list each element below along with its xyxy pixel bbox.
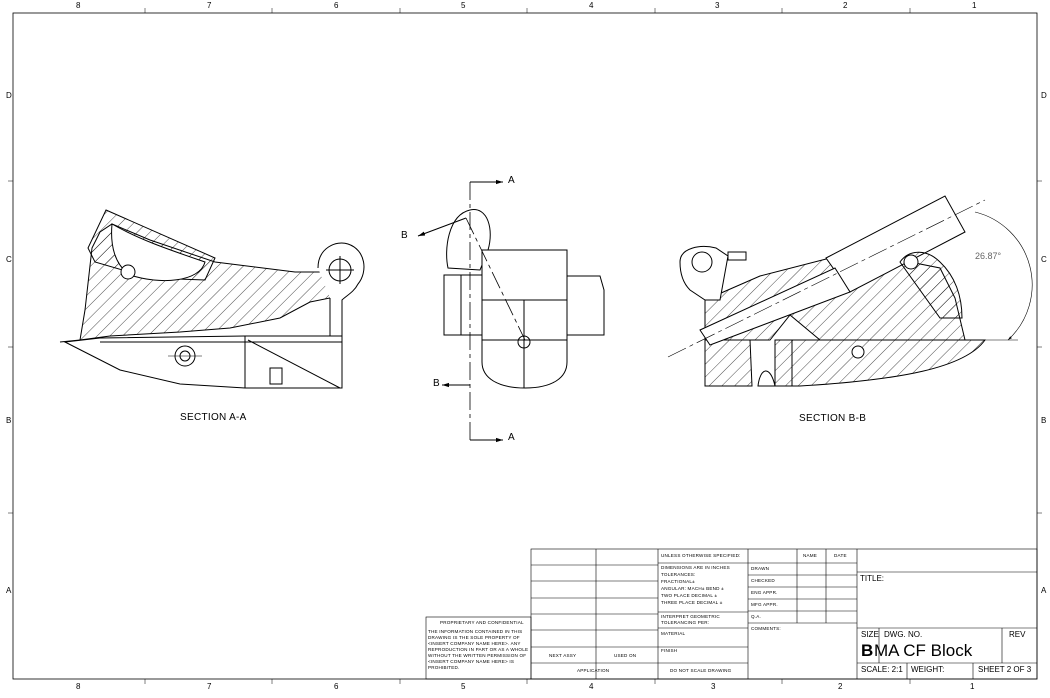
name-header: NAME [803,553,818,558]
section-a-a-label: SECTION A-A [180,412,247,423]
proprietary-line: <INSERT COMPANY NAME HERE>. ANY [428,641,521,646]
fractional-label: FRACTIONAL± [661,579,695,584]
size-value: B [861,641,874,660]
do-not-scale-label: DO NOT SCALE DRAWING [670,668,732,673]
zone-col-3-bottom: 3 [711,682,716,691]
cut-label-a-bottom: A [508,432,515,443]
proprietary-title: PROPRIETARY AND CONFIDENTIAL [440,620,524,625]
zone-row-d-left: D [6,91,12,100]
zone-col-1-top: 1 [972,1,977,10]
weight-label: WEIGHT: [911,665,945,674]
cut-label-b-bottom: B [433,378,440,389]
dwg-no-label: DWG. NO. [884,630,923,639]
rev-label: REV [1009,630,1026,639]
section-a-a-view [59,209,365,389]
zone-col-5-top: 5 [461,1,466,10]
used-on-label: USED ON [614,653,637,658]
proprietary-line: WITHOUT THE WRITTEN PERMISSION OF [428,653,527,658]
zone-col-4-top: 4 [589,1,594,10]
cutting-plane-lines [417,179,526,443]
section-b-b-view [667,195,1033,387]
proprietary-line: <INSERT COMPANY NAME HERE> IS [428,659,515,664]
zone-row-c-left: C [6,255,12,264]
dims-note: DIMENSIONS ARE IN INCHES [661,565,730,570]
zone-row-a-right: A [1041,586,1047,595]
zone-row-d-right: D [1041,91,1047,100]
unless-specified: UNLESS OTHERWISE SPECIFIED: [661,553,741,558]
size-label: SIZE [861,630,879,639]
zone-col-7-top: 7 [207,1,212,10]
section-b-b-label: SECTION B-B [799,413,867,424]
date-header: DATE [834,553,847,558]
title-label: TITLE: [860,574,885,583]
angular-label: ANGULAR: MACH± BEND ± [661,586,724,591]
finish-label: FINISH [661,648,678,653]
drawing-number: MA CF Block [874,641,973,660]
mfg-appr-label: MFG APPR. [751,602,778,607]
zone-row-c-right: C [1041,255,1047,264]
application-label: APPLICATION [577,668,610,673]
cut-label-b-top: B [401,230,408,241]
proprietary-line: DRAWING IS THE SOLE PROPERTY OF [428,635,520,640]
tolerancing-label: TOLERANCING PER: [661,620,710,625]
angle-dimension: 26.87° [975,251,1002,261]
proprietary-line: THE INFORMATION CONTAINED IN THIS [428,629,523,634]
checked-label: CHECKED [751,578,775,583]
eng-appr-label: ENG APPR. [751,590,778,595]
proprietary-line: PROHIBITED. [428,665,460,670]
zone-row-a-left: A [6,586,12,595]
material-label: MATERIAL [661,631,686,636]
zone-col-2-bottom: 2 [838,682,843,691]
interpret-label: INTERPRET GEOMETRIC [661,614,720,619]
proprietary-line: REPRODUCTION IN PART OR AS A WHOLE [428,647,529,652]
scale-label: SCALE: 2:1 [861,665,903,674]
drawn-label: DRAWN [751,566,770,571]
zone-row-b-left: B [6,416,12,425]
zone-col-7-bottom: 7 [207,682,212,691]
zone-col-8-bottom: 8 [76,682,81,691]
zone-col-5-bottom: 5 [461,682,466,691]
comments-label: COMMENTS: [751,626,781,631]
zone-row-b-right: B [1041,416,1047,425]
tolerances-label: TOLERANCES: [661,572,696,577]
cut-label-a-top: A [508,175,515,186]
next-assy-label: NEXT ASSY [549,653,577,658]
qa-label: Q.A. [751,614,761,619]
zone-col-6-bottom: 6 [334,682,339,691]
zone-col-4-bottom: 4 [589,682,594,691]
title-block-grid [425,548,1038,680]
zone-col-8-top: 8 [76,1,81,10]
zone-col-3-top: 3 [715,1,720,10]
sheet-label: SHEET 2 OF 3 [978,665,1032,674]
front-view [443,209,605,389]
zone-col-6-top: 6 [334,1,339,10]
three-place-label: THREE PLACE DECIMAL ± [661,600,723,605]
zone-col-2-top: 2 [843,1,848,10]
zone-col-1-bottom: 1 [970,682,975,691]
two-place-label: TWO PLACE DECIMAL ± [661,593,718,598]
